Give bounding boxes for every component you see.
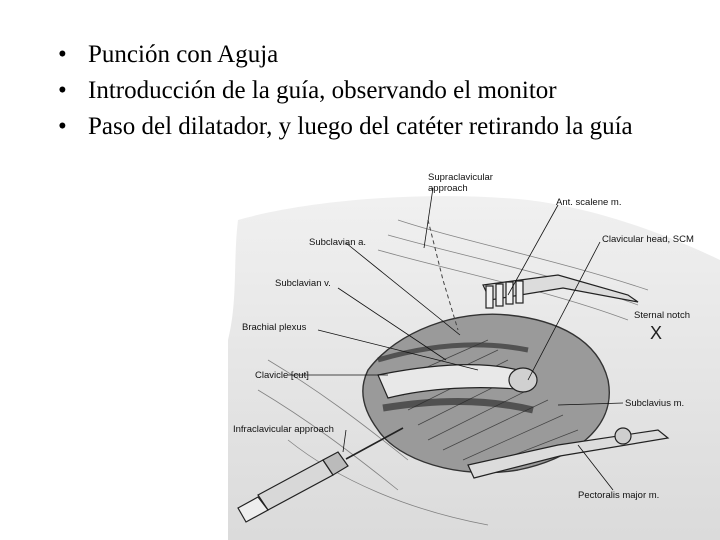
label-clavicle: Clavicle [cut] — [255, 370, 309, 381]
label-supraclavicular: Supraclavicular approach — [428, 172, 493, 194]
label-subclavian-vein: Subclavian v. — [275, 278, 331, 289]
label-supraclavicular-line1: Supraclavicular — [428, 172, 493, 183]
bullet-glyph: • — [58, 113, 67, 140]
retractor-knob — [614, 427, 632, 445]
label-brachial-plexus: Brachial plexus — [242, 322, 307, 333]
bullet-text: Punción con Aguja — [88, 41, 279, 68]
bullet-item: • Introducción de la guía, observando el… — [0, 76, 648, 105]
bullet-text: Paso del dilatador, y luego del catéter … — [88, 113, 633, 140]
sternal-notch-mark: X — [650, 323, 663, 343]
label-infraclavicular: Infraclavicular approach — [233, 424, 334, 435]
leader-lines — [288, 187, 624, 491]
bullet-list: • Punción con Aguja • Introducción de la… — [0, 40, 720, 148]
anatomy-illustration: Supraclavicular approach Ant. scalene m.… — [228, 160, 720, 540]
clavicle-cut-end — [508, 367, 538, 393]
surgical-field — [362, 313, 610, 474]
bullet-item: • Paso del dilatador, y luego del catéte… — [0, 112, 648, 141]
anatomy-drawing — [228, 187, 720, 540]
label-clavicular-head: Clavicular head, SCM — [602, 234, 694, 245]
syringe — [237, 427, 404, 523]
subclavian-vein — [382, 398, 534, 414]
skin-folds — [257, 219, 649, 526]
label-sternal-notch: Sternal notch — [634, 310, 690, 321]
bullet-glyph: • — [58, 41, 67, 68]
bullet-glyph: • — [58, 77, 67, 104]
label-ant-scalene: Ant. scalene m. — [556, 197, 622, 208]
label-pectoralis: Pectoralis major m. — [578, 490, 660, 501]
bullet-item: • Punción con Aguja — [0, 40, 648, 69]
label-supraclavicular-line2: approach — [428, 183, 468, 194]
subclavian-artery — [377, 342, 529, 363]
bullet-text: Introducción de la guía, observando el m… — [88, 77, 557, 104]
label-subclavius: Subclavius m. — [625, 398, 685, 409]
label-subclavian-artery: Subclavian a. — [309, 237, 367, 248]
